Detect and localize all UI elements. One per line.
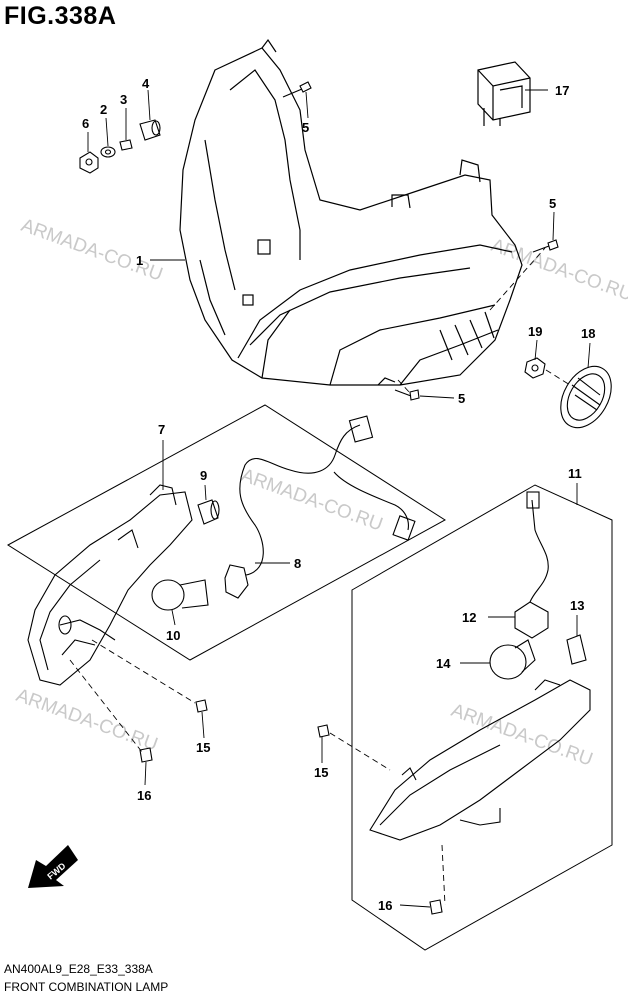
callout-15: 15 [314, 765, 328, 780]
screw-part-5-bottom [409, 389, 420, 401]
callout-5: 5 [458, 391, 465, 406]
bulb-part-14 [489, 639, 536, 680]
right-turn-signal-box [351, 484, 613, 951]
callout-7: 7 [158, 422, 165, 437]
nut-hole [85, 158, 93, 166]
washer-hole [104, 149, 112, 155]
watermarks: ARMADA-CO.RU ARMADA-CO.RU ARMADA-CO.RU A… [13, 215, 628, 771]
callout-15: 15 [196, 740, 210, 755]
callout-14: 14 [436, 656, 451, 671]
forward-arrow-icon: FWD [28, 845, 78, 888]
diagram-code: AN400AL9_E28_E33_338A [4, 962, 153, 976]
screw-part-15-left [195, 699, 208, 713]
harness-part-8 [224, 415, 416, 599]
callout-1: 1 [136, 253, 143, 268]
callout-5: 5 [302, 120, 309, 135]
grommet-part-13 [566, 634, 587, 665]
callout-16: 16 [378, 898, 392, 913]
washer-part-2 [100, 146, 116, 158]
watermark: ARMADA-CO.RU [18, 215, 165, 286]
reflector-part-18 [560, 365, 612, 429]
socket-part-12 [514, 491, 549, 639]
leader-lines [87, 89, 591, 908]
callout-4: 4 [142, 76, 150, 91]
assembly-lines [69, 247, 571, 906]
watermark: ARMADA-CO.RU [13, 685, 160, 756]
right-turn-signal-lamp [369, 679, 591, 841]
left-turn-signal-box [7, 404, 446, 661]
callout-5: 5 [549, 196, 556, 211]
relay-part-17 [477, 61, 531, 126]
callout-16: 16 [137, 788, 151, 803]
screw-part-5-right [547, 239, 559, 251]
screw-part-16-right [429, 899, 443, 915]
screws-15-16 [139, 699, 443, 915]
callout-18: 18 [581, 326, 595, 341]
callout-19: 19 [528, 324, 542, 339]
callout-3: 3 [120, 92, 127, 107]
left-turn-signal-lamp [27, 484, 193, 686]
watermark: ARMADA-CO.RU [238, 465, 385, 536]
nut-part-6 [79, 151, 99, 174]
callout-2: 2 [100, 102, 107, 117]
screw-part-15-right [317, 724, 330, 738]
screw-part-16-left [139, 747, 153, 763]
callout-8: 8 [294, 556, 301, 571]
screw-part-5-top [299, 81, 312, 93]
diagram-caption: FRONT COMBINATION LAMP [4, 980, 169, 994]
nut-part-19 [524, 357, 546, 379]
callout-11: 11 [568, 466, 582, 481]
grommet-face [151, 120, 161, 136]
callout-17: 17 [555, 83, 569, 98]
collar-part-3 [119, 139, 133, 151]
callout-9: 9 [200, 468, 207, 483]
callout-12: 12 [462, 610, 476, 625]
grommet-part-4 [139, 119, 161, 141]
callout-labels: 6 2 3 4 1 5 5 5 17 19 18 7 9 8 10 11 12 … [82, 76, 595, 913]
small-hardware-parts [79, 81, 559, 401]
callout-13: 13 [570, 598, 584, 613]
bulb-part-10 [151, 579, 209, 611]
callout-6: 6 [82, 116, 89, 131]
figure-title: FIG.338A [4, 2, 117, 30]
socket-part-9 [197, 499, 220, 525]
callout-10: 10 [166, 628, 180, 643]
headlamp-assembly [179, 38, 523, 386]
